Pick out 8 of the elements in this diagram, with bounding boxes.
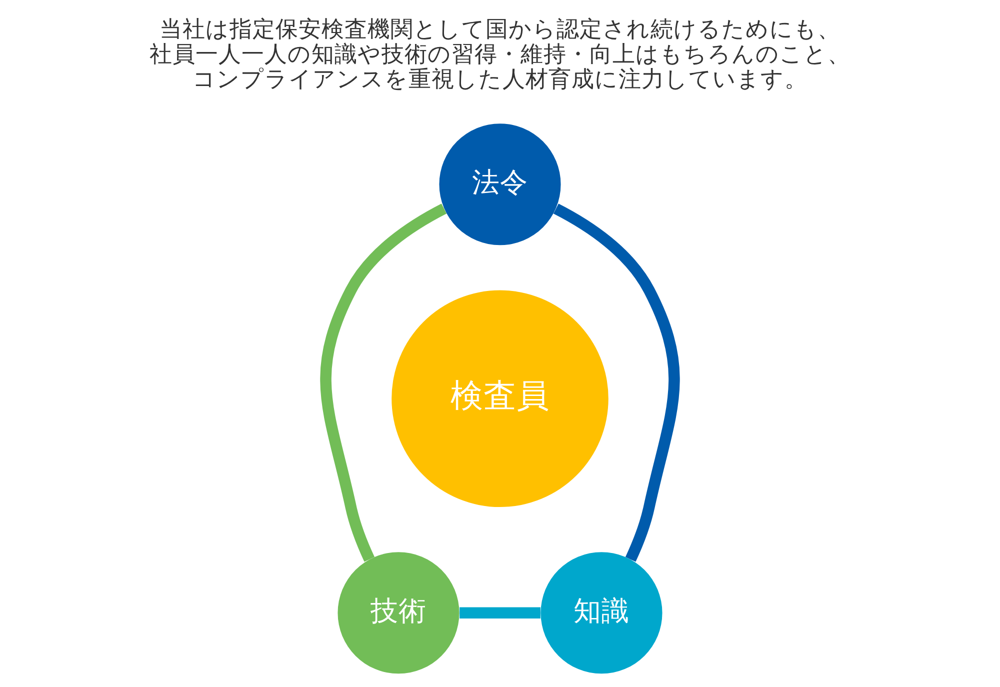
node-circle: 法令 xyxy=(439,124,561,246)
node-circle: 知識 xyxy=(540,552,662,674)
connector xyxy=(460,607,540,619)
node-circle: 検査員 xyxy=(392,290,608,508)
node-circle: 技術 xyxy=(338,552,460,674)
connector xyxy=(553,204,680,562)
diagram-title: 当社は指定保安検査機関として国から認定され続けるためにも、社員一人一人の知識や技術の習得・維持・向上はもちろんのこと、コンプライアンスを重視した人材育成に注力しています。 xyxy=(150,16,850,92)
connector xyxy=(320,204,447,562)
